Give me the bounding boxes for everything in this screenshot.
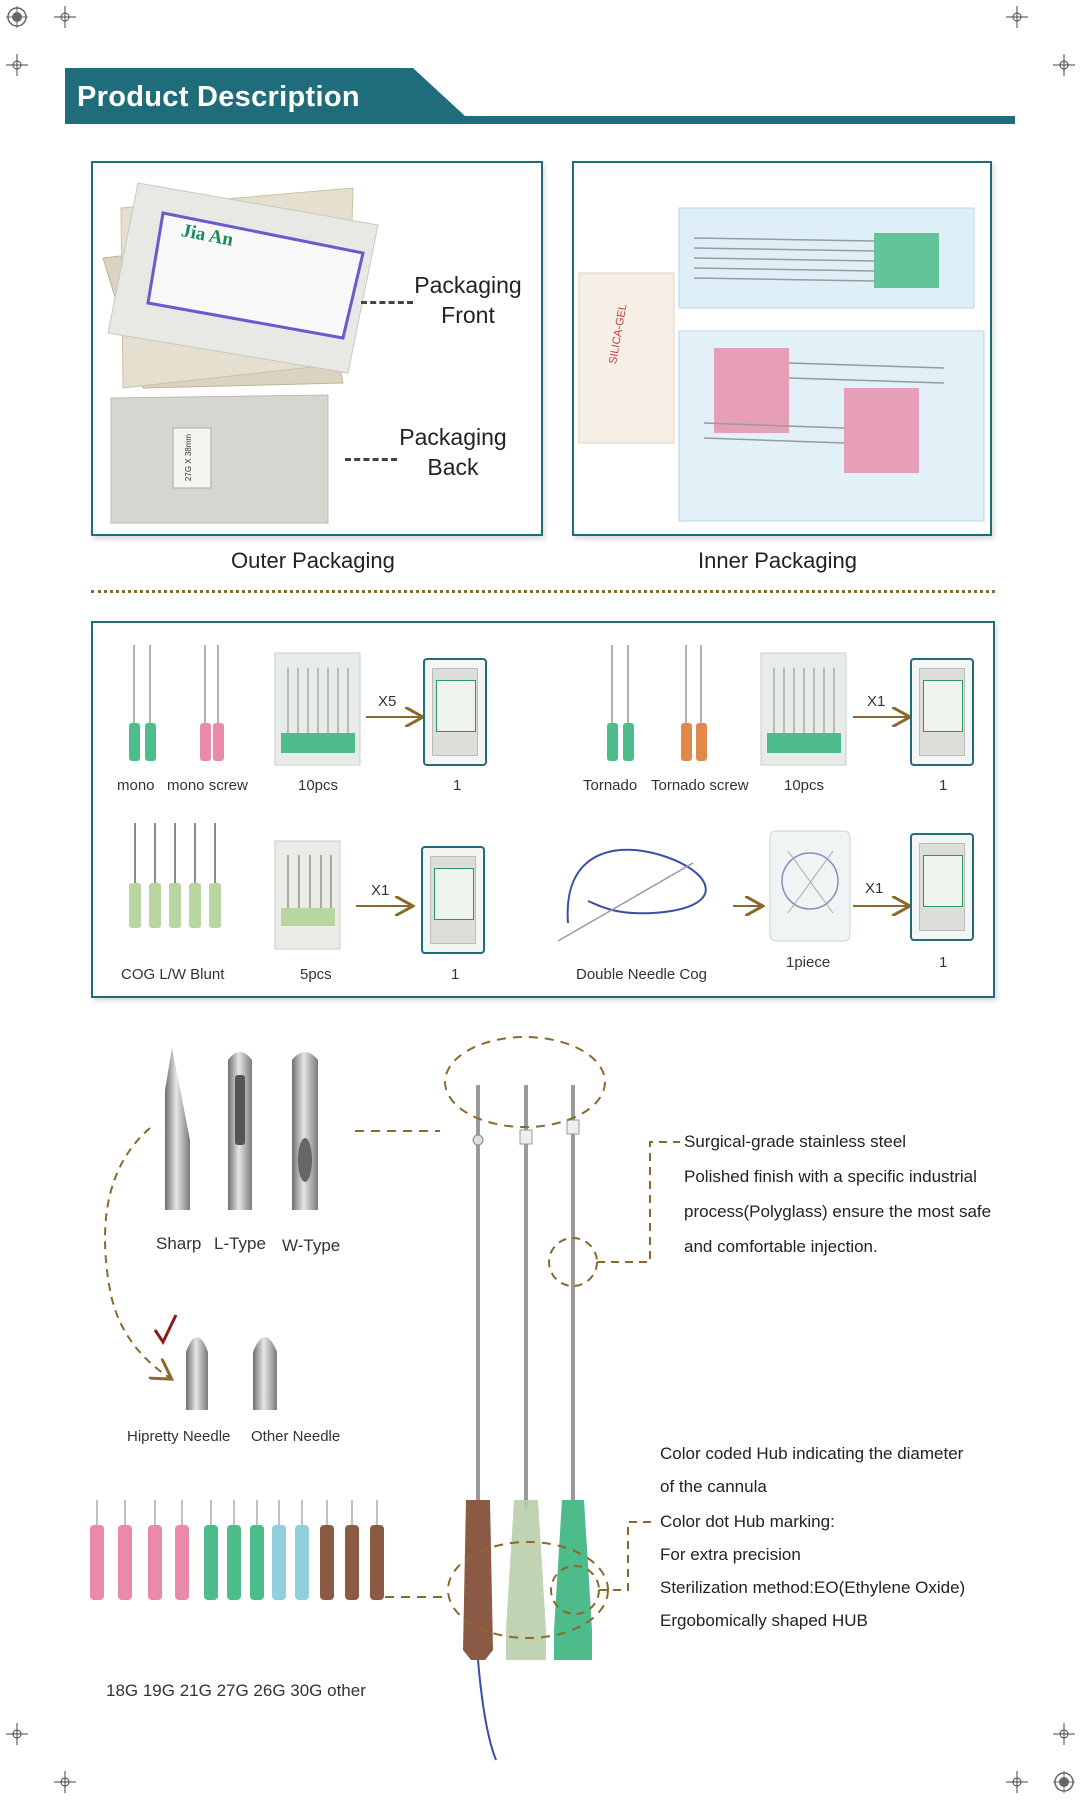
inner-packaging-photo: SILICA-GEL xyxy=(572,161,992,536)
pouch-illustration xyxy=(102,182,379,524)
outer-packaging-photo: Jia An 27G X 38mm xyxy=(91,161,543,536)
kit-multiplier: X1 xyxy=(865,880,884,897)
outer-packaging-caption: Outer Packaging xyxy=(231,548,395,573)
kit-item-label: Double Needle Cog xyxy=(576,966,707,983)
crosshair-icon xyxy=(54,1771,76,1793)
kit-pack-label: 10pcs xyxy=(298,777,339,794)
kit-item-label: COG L/W Blunt xyxy=(121,966,225,983)
blister-pack-illustration xyxy=(578,207,985,522)
kit-count: 1 xyxy=(453,777,462,794)
kit-multiplier: X5 xyxy=(378,693,397,710)
package-card xyxy=(910,658,974,766)
kit-count: 1 xyxy=(939,777,948,794)
page-title: Product Description xyxy=(77,81,360,113)
tip-label-l-type: L-Type xyxy=(214,1234,266,1253)
hipretty-needle-label: Hipretty Needle xyxy=(127,1428,231,1445)
inner-packaging-caption: Inner Packaging xyxy=(698,548,857,573)
kit-pack-label: 10pcs xyxy=(784,777,825,794)
kit-pack-label: 5pcs xyxy=(300,966,332,983)
crosshair-icon xyxy=(1006,6,1028,28)
kit-item-label: mono xyxy=(117,777,155,794)
package-card xyxy=(423,658,487,766)
crosshair-icon xyxy=(6,1723,28,1745)
crosshair-icon xyxy=(1006,1771,1028,1793)
header-banner xyxy=(65,68,1015,124)
kit-count: 1 xyxy=(451,966,460,983)
gauge-sizes-label: 18G 19G 21G 27G 26G 30G other xyxy=(106,1681,366,1700)
crosshair-icon xyxy=(6,54,28,76)
kit-item-label: mono screw xyxy=(167,777,248,794)
back-pouch-label: 27G X 38mm xyxy=(184,433,194,482)
kit-contents-panel: mono mono screw 10pcs X5 1 Tornado Torna… xyxy=(91,621,995,998)
kit-pack-label: 1piece xyxy=(786,954,831,971)
kit-multiplier: X1 xyxy=(867,693,886,710)
crosshair-icon xyxy=(1053,54,1075,76)
kit-count: 1 xyxy=(939,954,948,971)
kit-illustration xyxy=(129,645,993,950)
kit-multiplier: X1 xyxy=(371,882,390,899)
cannula-diagram xyxy=(90,1036,680,1761)
package-card xyxy=(421,846,485,954)
crosshair-icon xyxy=(1053,1723,1075,1745)
tip-label-sharp: Sharp xyxy=(156,1234,202,1253)
kit-item-label: Tornado screw xyxy=(651,777,749,794)
package-card xyxy=(910,833,974,941)
hub-feature-list: Color coded Hub indicating the diameter … xyxy=(660,1444,966,1630)
connector-line xyxy=(361,301,413,304)
registration-mark-icon xyxy=(1053,1771,1075,1793)
steel-feature-list: Surgical-grade stainless steel Polished … xyxy=(684,1132,992,1256)
registration-mark-icon xyxy=(6,6,28,28)
crosshair-icon xyxy=(54,6,76,28)
kit-item-label: Tornado xyxy=(583,777,638,794)
other-needle-label: Other Needle xyxy=(251,1428,341,1445)
section-divider xyxy=(91,590,995,593)
tip-label-w-type: W-Type xyxy=(282,1236,341,1255)
connector-line xyxy=(345,458,397,461)
